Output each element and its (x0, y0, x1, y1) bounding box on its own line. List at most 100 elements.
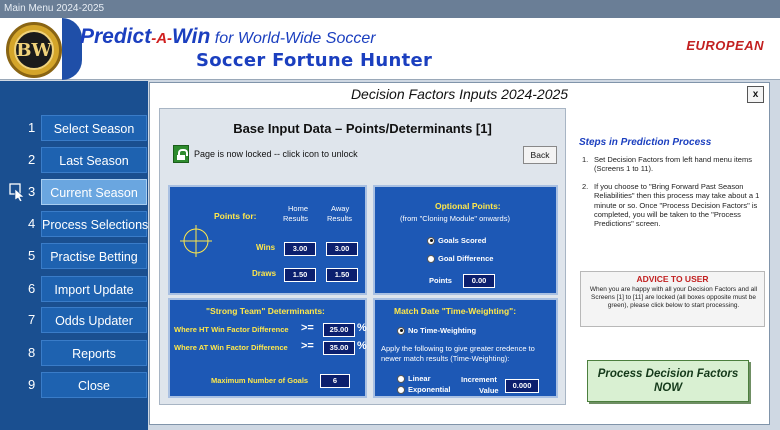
step-item: 1. Set Decision Factors from left hand m… (582, 155, 762, 174)
step-item: 2. If you choose to "Bring Forward Past … (582, 182, 762, 229)
panel-title: Decision Factors Inputs 2024-2025 (350, 86, 569, 102)
brand-title: Predict-A-Win for World-Wide Soccer (80, 25, 376, 49)
sidebar-item-button[interactable]: Odds Updater (41, 307, 147, 333)
away-header-line1: Away (331, 204, 350, 213)
home-header-line2: Results (283, 214, 309, 223)
sidebar-item-button[interactable]: Process Selections (41, 211, 148, 237)
at-unit: % (357, 340, 367, 352)
sidebar-item-number: 7 (28, 312, 36, 327)
optional-points-box: Optional Points: (from "Cloning Module" … (373, 185, 558, 295)
no-time-weighting-radio[interactable]: No Time-Weighting (397, 326, 476, 335)
advice-text: When you are happy with all your Decisio… (589, 286, 758, 310)
linear-radio[interactable]: Linear (397, 374, 431, 383)
optional-points-field[interactable]: 0.00 (463, 274, 495, 288)
lock-icon[interactable] (173, 145, 189, 163)
back-button[interactable]: Back (523, 146, 557, 164)
sidebar-item-number: 6 (28, 281, 36, 296)
sidebar-item-close[interactable]: 9 Close (0, 372, 148, 398)
process-button-line2: NOW (653, 382, 683, 394)
sidebar-item-odds-updater[interactable]: 7 Odds Updater (0, 307, 148, 333)
sidebar-item-button[interactable]: Practise Betting (41, 243, 147, 269)
sidebar-menu: 1 Select Season 2 Last Season 3 Current … (0, 81, 148, 430)
exponential-label: Exponential (408, 385, 451, 394)
radio-selected-icon (397, 326, 405, 335)
process-decision-factors-button[interactable]: Process Decision Factors NOW (587, 360, 749, 402)
increment-label-line1: Increment (461, 375, 497, 384)
sidebar-item-button[interactable]: Select Season (41, 115, 147, 141)
step-text: Set Decision Factors from left hand menu… (594, 155, 752, 174)
optional-points-label: Points (429, 276, 452, 285)
sidebar-item-import-update[interactable]: 6 Import Update (0, 276, 148, 302)
step-text: If you choose to "Bring Forward Past Sea… (594, 181, 760, 229)
radio-unselected-icon (427, 254, 435, 263)
sidebar-item-process-selections[interactable]: 4 Process Selections (0, 211, 148, 237)
advice-box: ADVICE TO USER When you are happy with a… (580, 271, 765, 327)
increment-value-field[interactable]: 0.000 (505, 379, 539, 393)
draws-home-field[interactable]: 1.50 (284, 268, 316, 282)
ht-win-factor-label: Where HT Win Factor Difference (174, 325, 289, 334)
time-weighting-box: Match Date "Time-Weighting": No Time-Wei… (373, 298, 558, 398)
brand-a: -A- (151, 30, 173, 47)
process-button-line1: Process Decision Factors (597, 368, 739, 380)
linear-label: Linear (408, 374, 431, 383)
brand-logo: BW (6, 22, 62, 78)
optional-points-subtitle: (from "Cloning Module" onwards) (400, 214, 510, 223)
section-title: Base Input Data – Points/Determinants [1… (233, 121, 492, 136)
crosshair-icon (180, 225, 212, 257)
sidebar-item-number: 5 (28, 248, 36, 263)
lock-status-text: Page is now locked -- click icon to unlo… (194, 149, 358, 159)
sidebar-item-last-season[interactable]: 2 Last Season (0, 147, 148, 173)
sidebar-item-number: 2 (28, 152, 36, 167)
step-number: 1. (582, 155, 589, 164)
wins-home-field[interactable]: 3.00 (284, 242, 316, 256)
draws-away-field[interactable]: 1.50 (326, 268, 358, 282)
sidebar-item-select-season[interactable]: 1 Select Season (0, 115, 148, 141)
goals-scored-label: Goals Scored (438, 236, 487, 245)
sidebar-item-number: 3 (28, 184, 36, 199)
at-win-factor-field[interactable]: 35.00 (323, 341, 355, 355)
sidebar-item-button[interactable]: Reports (41, 340, 147, 366)
app-header: BW Predict-A-Win for World-Wide Soccer S… (0, 18, 780, 80)
no-time-weighting-label: No Time-Weighting (408, 326, 477, 335)
window-titlebar: Main Menu 2024-2025 (0, 0, 780, 18)
goals-scored-radio[interactable]: Goals Scored (427, 236, 486, 245)
hand-cursor-icon (9, 183, 25, 202)
panel-close-button[interactable]: x (747, 86, 764, 103)
sidebar-item-reports[interactable]: 8 Reports (0, 340, 148, 366)
points-for-box: Points for: Home Results Away Results Wi… (168, 185, 367, 295)
sidebar-item-current-season[interactable]: 3 Current Season (0, 179, 148, 205)
max-goals-label: Maximum Number of Goals (211, 376, 309, 385)
sidebar-item-number: 9 (28, 377, 36, 392)
away-header-line2: Results (327, 214, 353, 223)
ht-win-factor-field[interactable]: 25.00 (323, 323, 355, 337)
sidebar-item-button[interactable]: Current Season (41, 179, 147, 205)
decision-factors-panel: Decision Factors Inputs 2024-2025 x Base… (149, 82, 770, 425)
radio-selected-icon (427, 236, 435, 245)
wins-away-field[interactable]: 3.00 (326, 242, 358, 256)
sidebar-item-button[interactable]: Last Season (41, 147, 147, 173)
lock-row: Page is now locked -- click icon to unlo… (173, 144, 358, 164)
sidebar-item-practise-betting[interactable]: 5 Practise Betting (0, 243, 148, 269)
time-weighting-description: Apply the following to give greater cred… (381, 344, 535, 363)
sidebar-item-number: 1 (28, 120, 36, 135)
exponential-radio[interactable]: Exponential (397, 385, 451, 394)
brand-rest: for World-Wide Soccer (210, 30, 376, 47)
steps-list: 1. Set Decision Factors from left hand m… (582, 155, 762, 237)
max-goals-field[interactable]: 6 (320, 374, 350, 388)
sidebar-item-button[interactable]: Close (41, 372, 147, 398)
strong-team-title: "Strong Team" Determinants: (206, 306, 325, 316)
steps-title: Steps in Prediction Process (579, 137, 712, 148)
sidebar-item-number: 8 (28, 345, 36, 360)
logo-swoosh (62, 18, 82, 80)
brand-win: Win (172, 25, 211, 48)
increment-label-line2: Value (479, 386, 499, 395)
goal-difference-label: Goal Difference (438, 254, 494, 263)
time-weighting-title: Match Date "Time-Weighting": (394, 306, 517, 316)
goal-difference-radio[interactable]: Goal Difference (427, 254, 493, 263)
at-operator: >= (301, 340, 314, 352)
base-input-section: Base Input Data – Points/Determinants [1… (159, 108, 566, 405)
sidebar-item-button[interactable]: Import Update (41, 276, 147, 302)
logo-emblem: BW (14, 30, 54, 70)
brand-subtitle: Soccer Fortune Hunter (196, 50, 433, 71)
region-label: EUROPEAN (686, 38, 764, 53)
